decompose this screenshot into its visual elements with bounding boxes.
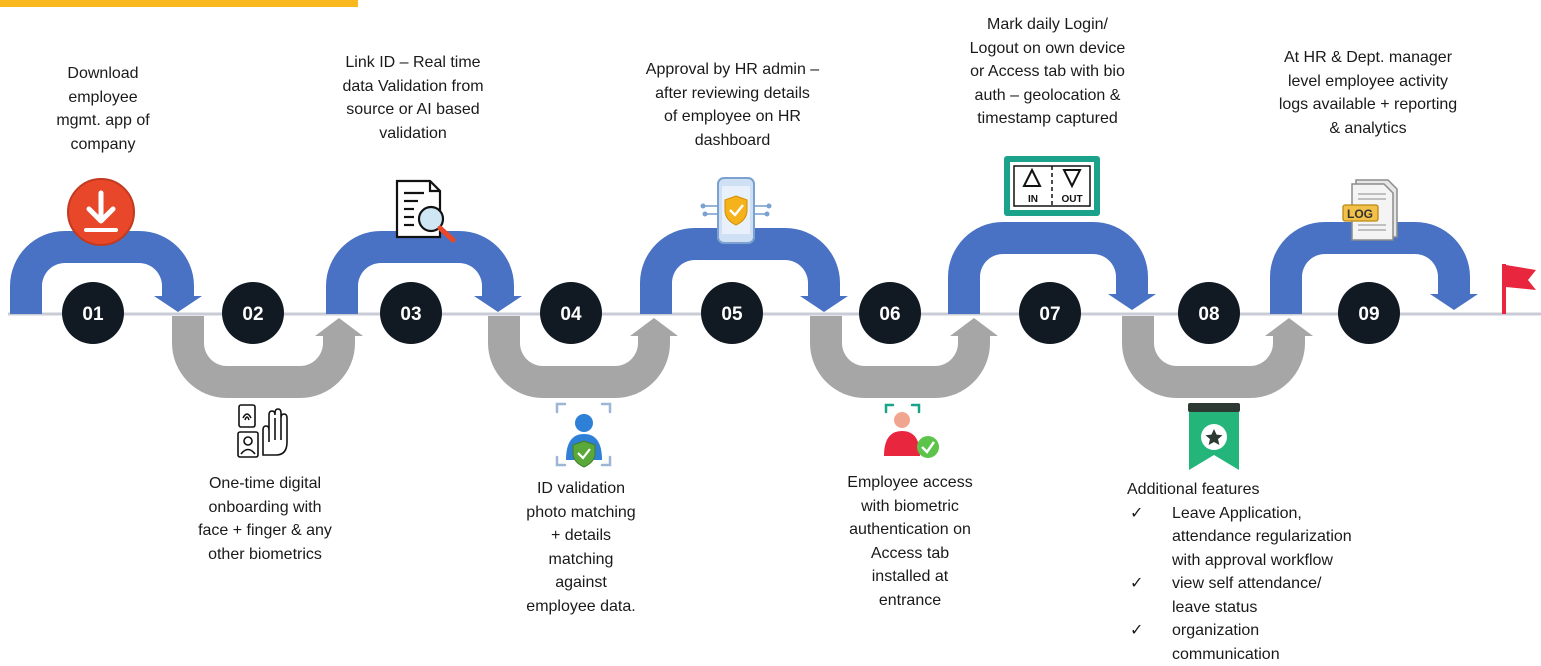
svg-text:OUT: OUT	[1061, 194, 1082, 205]
step-05-description: Approval by HR admin – after reviewing d…	[625, 58, 840, 152]
step-04-line-5: against	[500, 571, 662, 595]
svg-text:08: 08	[1198, 304, 1219, 325]
additional-features: Additional features ✓ Leave Application,…	[1127, 478, 1447, 666]
step-05-line-3: of employee on HR	[625, 105, 840, 129]
feature-line: organization	[1172, 619, 1447, 643]
step-01-line-3: mgmt. app of	[38, 109, 168, 133]
check-icon: ✓	[1130, 619, 1143, 643]
step-07-description: Mark daily Login/ Logout on own device o…	[945, 13, 1150, 131]
step-circle-08: 08	[1178, 282, 1240, 344]
download-icon	[68, 179, 134, 245]
feature-line: Leave Application,	[1172, 502, 1447, 526]
step-circle-09: 09	[1338, 282, 1400, 344]
step-01-line-1: Download	[38, 62, 168, 86]
svg-text:09: 09	[1358, 304, 1379, 325]
step-03-line-1: Link ID – Real time	[318, 51, 508, 75]
step-04-line-1: ID validation	[500, 477, 662, 501]
step-01-line-4: company	[38, 133, 168, 157]
feature-item: ✓ Leave Application, attendance regulari…	[1127, 502, 1447, 573]
face-scan-access-icon	[884, 405, 939, 458]
step-07-line-1: Mark daily Login/	[945, 13, 1150, 37]
step-04-line-2: photo matching	[500, 501, 662, 525]
step-09-line-2: level employee activity	[1248, 70, 1488, 94]
feature-line: with approval workflow	[1172, 549, 1447, 573]
feature-line: attendance regularization	[1172, 525, 1447, 549]
step-02-description: One-time digital onboarding with face + …	[175, 472, 355, 566]
step-06-line-2: with biometric	[820, 495, 1000, 519]
step-09-description: At HR & Dept. manager level employee act…	[1248, 46, 1488, 140]
step-04-line-6: employee data.	[500, 595, 662, 619]
step-03-line-3: source or AI based	[318, 98, 508, 122]
step-circles: 01 02 03 04 05 06 07 08 09	[62, 282, 1400, 344]
feature-item: ✓ organization communication	[1127, 619, 1447, 666]
step-03-line-4: validation	[318, 122, 508, 146]
svg-text:LOG: LOG	[1347, 207, 1373, 221]
step-05-line-4: dashboard	[625, 129, 840, 153]
step-07-line-4: auth – geolocation &	[945, 84, 1150, 108]
step-06-line-6: entrance	[820, 589, 1000, 613]
check-icon: ✓	[1130, 572, 1143, 596]
step-09-line-4: & analytics	[1248, 117, 1488, 141]
svg-text:01: 01	[82, 304, 104, 325]
finish-flag-icon	[1504, 264, 1536, 314]
feature-item: ✓ view self attendance/ leave status	[1127, 572, 1447, 619]
step-02-line-3: face + finger & any	[175, 519, 355, 543]
feature-list: ✓ Leave Application, attendance regulari…	[1127, 502, 1447, 666]
step-02-line-4: other biometrics	[175, 543, 355, 567]
step-07-line-3: or Access tab with bio	[945, 60, 1150, 84]
accent-bar	[0, 0, 358, 7]
step-01-line-2: employee	[38, 86, 168, 110]
svg-text:05: 05	[721, 304, 743, 325]
additional-features-title: Additional features	[1127, 478, 1447, 502]
svg-text:03: 03	[400, 304, 421, 325]
step-01-description: Download employee mgmt. app of company	[38, 62, 168, 156]
step-04-line-4: matching	[500, 548, 662, 572]
step-05-line-2: after reviewing details	[625, 82, 840, 106]
step-02-line-1: One-time digital	[175, 472, 355, 496]
step-06-line-1: Employee access	[820, 471, 1000, 495]
step-03-line-2: data Validation from	[318, 75, 508, 99]
feature-line: leave status	[1172, 596, 1447, 620]
step-circle-03: 03	[380, 282, 442, 344]
step-circle-04: 04	[540, 282, 602, 344]
step-04-description: ID validation photo matching + details m…	[500, 477, 662, 618]
step-06-line-5: installed at	[820, 565, 1000, 589]
step-circle-07: 07	[1019, 282, 1081, 344]
step-04-line-3: + details	[500, 524, 662, 548]
step-05-line-1: Approval by HR admin –	[625, 58, 840, 82]
step-06-line-3: authentication on	[820, 518, 1000, 542]
in-out-ticket-icon: IN OUT	[1004, 156, 1100, 216]
check-icon: ✓	[1130, 502, 1143, 526]
face-id-validation-icon	[557, 404, 610, 467]
step-09-line-1: At HR & Dept. manager	[1248, 46, 1488, 70]
feature-line: view self attendance/	[1172, 572, 1447, 596]
bookmark-star-icon	[1188, 403, 1240, 470]
step-circle-02: 02	[222, 282, 284, 344]
step-09-line-3: logs available + reporting	[1248, 93, 1488, 117]
document-search-icon	[397, 181, 453, 240]
step-02-line-2: onboarding with	[175, 496, 355, 520]
svg-text:07: 07	[1039, 304, 1060, 325]
step-circle-05: 05	[701, 282, 763, 344]
step-06-line-4: Access tab	[820, 542, 1000, 566]
step-03-description: Link ID – Real time data Validation from…	[318, 51, 508, 145]
svg-text:02: 02	[242, 304, 263, 325]
step-circle-01: 01	[62, 282, 124, 344]
svg-text:06: 06	[879, 304, 900, 325]
step-07-line-2: Logout on own device	[945, 37, 1150, 61]
feature-line: communication	[1172, 643, 1447, 666]
biometric-onboarding-icon	[238, 405, 287, 457]
step-06-description: Employee access with biometric authentic…	[820, 471, 1000, 612]
svg-text:IN: IN	[1028, 194, 1038, 205]
step-07-line-5: timestamp captured	[945, 107, 1150, 131]
step-circle-06: 06	[859, 282, 921, 344]
svg-text:04: 04	[560, 304, 582, 325]
